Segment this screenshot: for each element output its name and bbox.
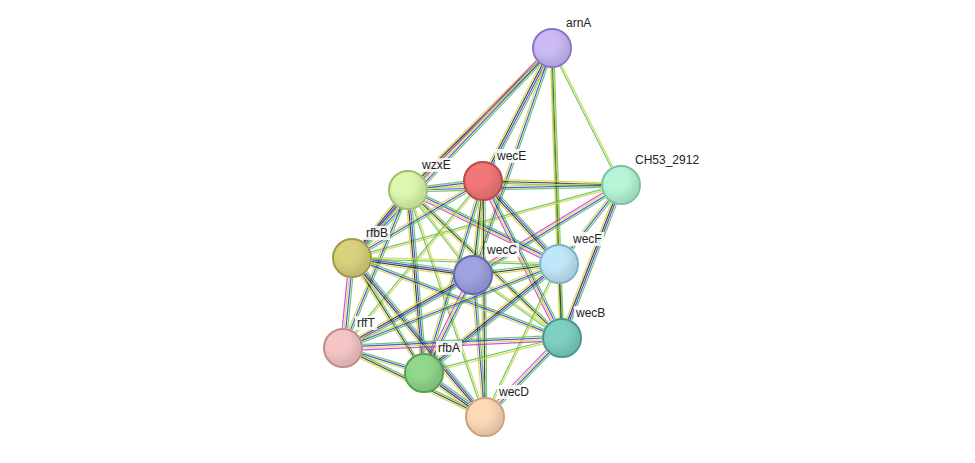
interaction-edge — [342, 278, 352, 329]
evidence-line — [477, 295, 486, 397]
evidence-line — [475, 295, 484, 397]
evidence-line — [497, 350, 546, 400]
evidence-line — [570, 200, 607, 248]
protein-node: arnA — [532, 28, 572, 68]
protein-node: wecC — [453, 255, 493, 295]
evidence-line — [342, 278, 347, 328]
node-label: wzxE — [420, 158, 453, 172]
node-label: CH53_2912 — [633, 153, 701, 167]
evidence-line — [364, 274, 471, 402]
evidence-line — [366, 273, 473, 401]
evidence-line — [473, 295, 482, 397]
node-label: rffT — [355, 316, 377, 330]
interaction-edge — [558, 284, 563, 318]
evidence-line — [562, 66, 613, 167]
protein-node: wecF — [539, 244, 579, 284]
evidence-line — [432, 293, 463, 355]
evidence-line — [558, 284, 559, 318]
evidence-line — [493, 66, 544, 164]
interaction-edge — [428, 184, 601, 192]
evidence-line — [364, 205, 395, 242]
node-label: wecD — [497, 385, 531, 399]
node-label: wecB — [574, 306, 607, 320]
interaction-edge — [428, 182, 464, 190]
interaction-edge — [361, 270, 541, 343]
node-label: arnA — [564, 16, 593, 30]
evidence-line — [428, 184, 601, 188]
interaction-edge — [364, 61, 540, 246]
interaction-edge — [473, 295, 485, 397]
evidence-line — [367, 272, 474, 400]
evidence-line — [485, 201, 487, 397]
evidence-line — [372, 262, 453, 273]
evidence-line — [428, 185, 463, 189]
evidence-line — [440, 385, 469, 406]
interaction-edge — [560, 66, 613, 168]
node-label: wecC — [485, 243, 519, 257]
evidence-line — [362, 271, 541, 341]
evidence-line — [493, 268, 539, 274]
protein-node: CH53_2912 — [601, 165, 641, 205]
protein-node: wecE — [463, 161, 503, 201]
node-label: wecE — [495, 149, 528, 163]
protein-node: rfbB — [332, 238, 372, 278]
evidence-line — [562, 284, 563, 318]
evidence-line — [441, 384, 470, 405]
node-label: wecF — [571, 232, 604, 246]
evidence-line — [560, 284, 561, 318]
evidence-line — [368, 64, 541, 245]
evidence-line — [560, 66, 611, 167]
evidence-line — [439, 387, 468, 408]
interaction-edge — [490, 65, 545, 165]
interaction-edge — [497, 350, 550, 404]
protein-node: wecD — [465, 397, 505, 437]
evidence-line — [363, 275, 470, 403]
evidence-line — [362, 273, 541, 343]
protein-node: rfbA — [404, 353, 444, 393]
evidence-line — [551, 68, 557, 244]
node-label: rfbA — [436, 341, 462, 355]
evidence-line — [483, 201, 485, 397]
evidence-line — [363, 204, 394, 241]
evidence-line — [503, 180, 601, 183]
evidence-line — [491, 65, 542, 163]
node-label: rfbB — [364, 226, 390, 240]
protein-node: wecB — [542, 318, 582, 358]
interaction-edge — [439, 383, 471, 408]
evidence-line — [495, 67, 546, 165]
protein-node: wzxE — [388, 170, 428, 210]
interaction-edge — [363, 272, 474, 404]
interaction-edge — [431, 292, 467, 357]
evidence-line — [371, 264, 452, 275]
protein-node: rffT — [323, 328, 363, 368]
